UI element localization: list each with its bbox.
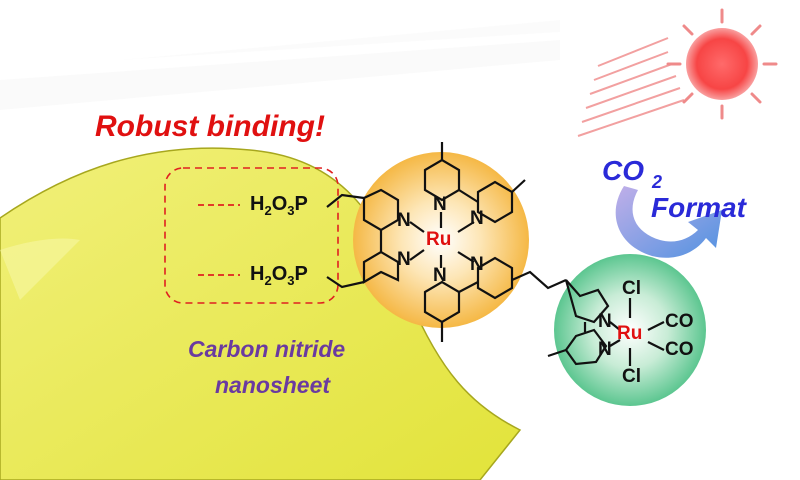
photosensitizer-glow: [353, 152, 529, 328]
co-ligand-1: CO: [665, 311, 694, 332]
cl-atom-top: Cl: [622, 278, 641, 299]
n-atom-5: N: [433, 265, 447, 286]
robust-binding-title: Robust binding!: [95, 110, 325, 143]
sheet-label-line1: Carbon nitride: [188, 336, 346, 362]
co-ligand-2: CO: [665, 339, 694, 360]
conversion-arrow: [615, 186, 722, 258]
sunbeam-lines: [577, 37, 685, 137]
binding-box: [164, 167, 339, 304]
ru-center-catalyst: Ru: [617, 323, 643, 344]
co2-subscript: 2: [652, 172, 663, 192]
phosphonic-anchor-bottom: H2O3P: [250, 263, 308, 288]
photosensitizer-bonds: [326, 142, 567, 342]
sun-icon: [666, 8, 778, 120]
n-atom-4: N: [470, 208, 484, 229]
sheet-edge-highlight: [0, 238, 80, 300]
n-atom-2: N: [397, 249, 411, 270]
formate-label: Format: [651, 192, 746, 223]
n-atom-1: N: [397, 210, 411, 231]
n-atom-6: N: [470, 254, 484, 275]
n-atom-7: N: [598, 311, 612, 332]
n-atom-3: N: [433, 194, 447, 215]
sheet-label-line2: nanosheet: [215, 372, 331, 398]
cl-atom-bottom: Cl: [622, 366, 641, 387]
catalyst-bonds: [547, 279, 665, 366]
light-rays: [0, 20, 560, 110]
phosphonic-anchor-top: H2O3P: [250, 193, 308, 218]
co2-label: CO: [602, 155, 644, 186]
ru-center-photosensitizer: Ru: [426, 229, 452, 250]
n-atom-8: N: [598, 339, 612, 360]
